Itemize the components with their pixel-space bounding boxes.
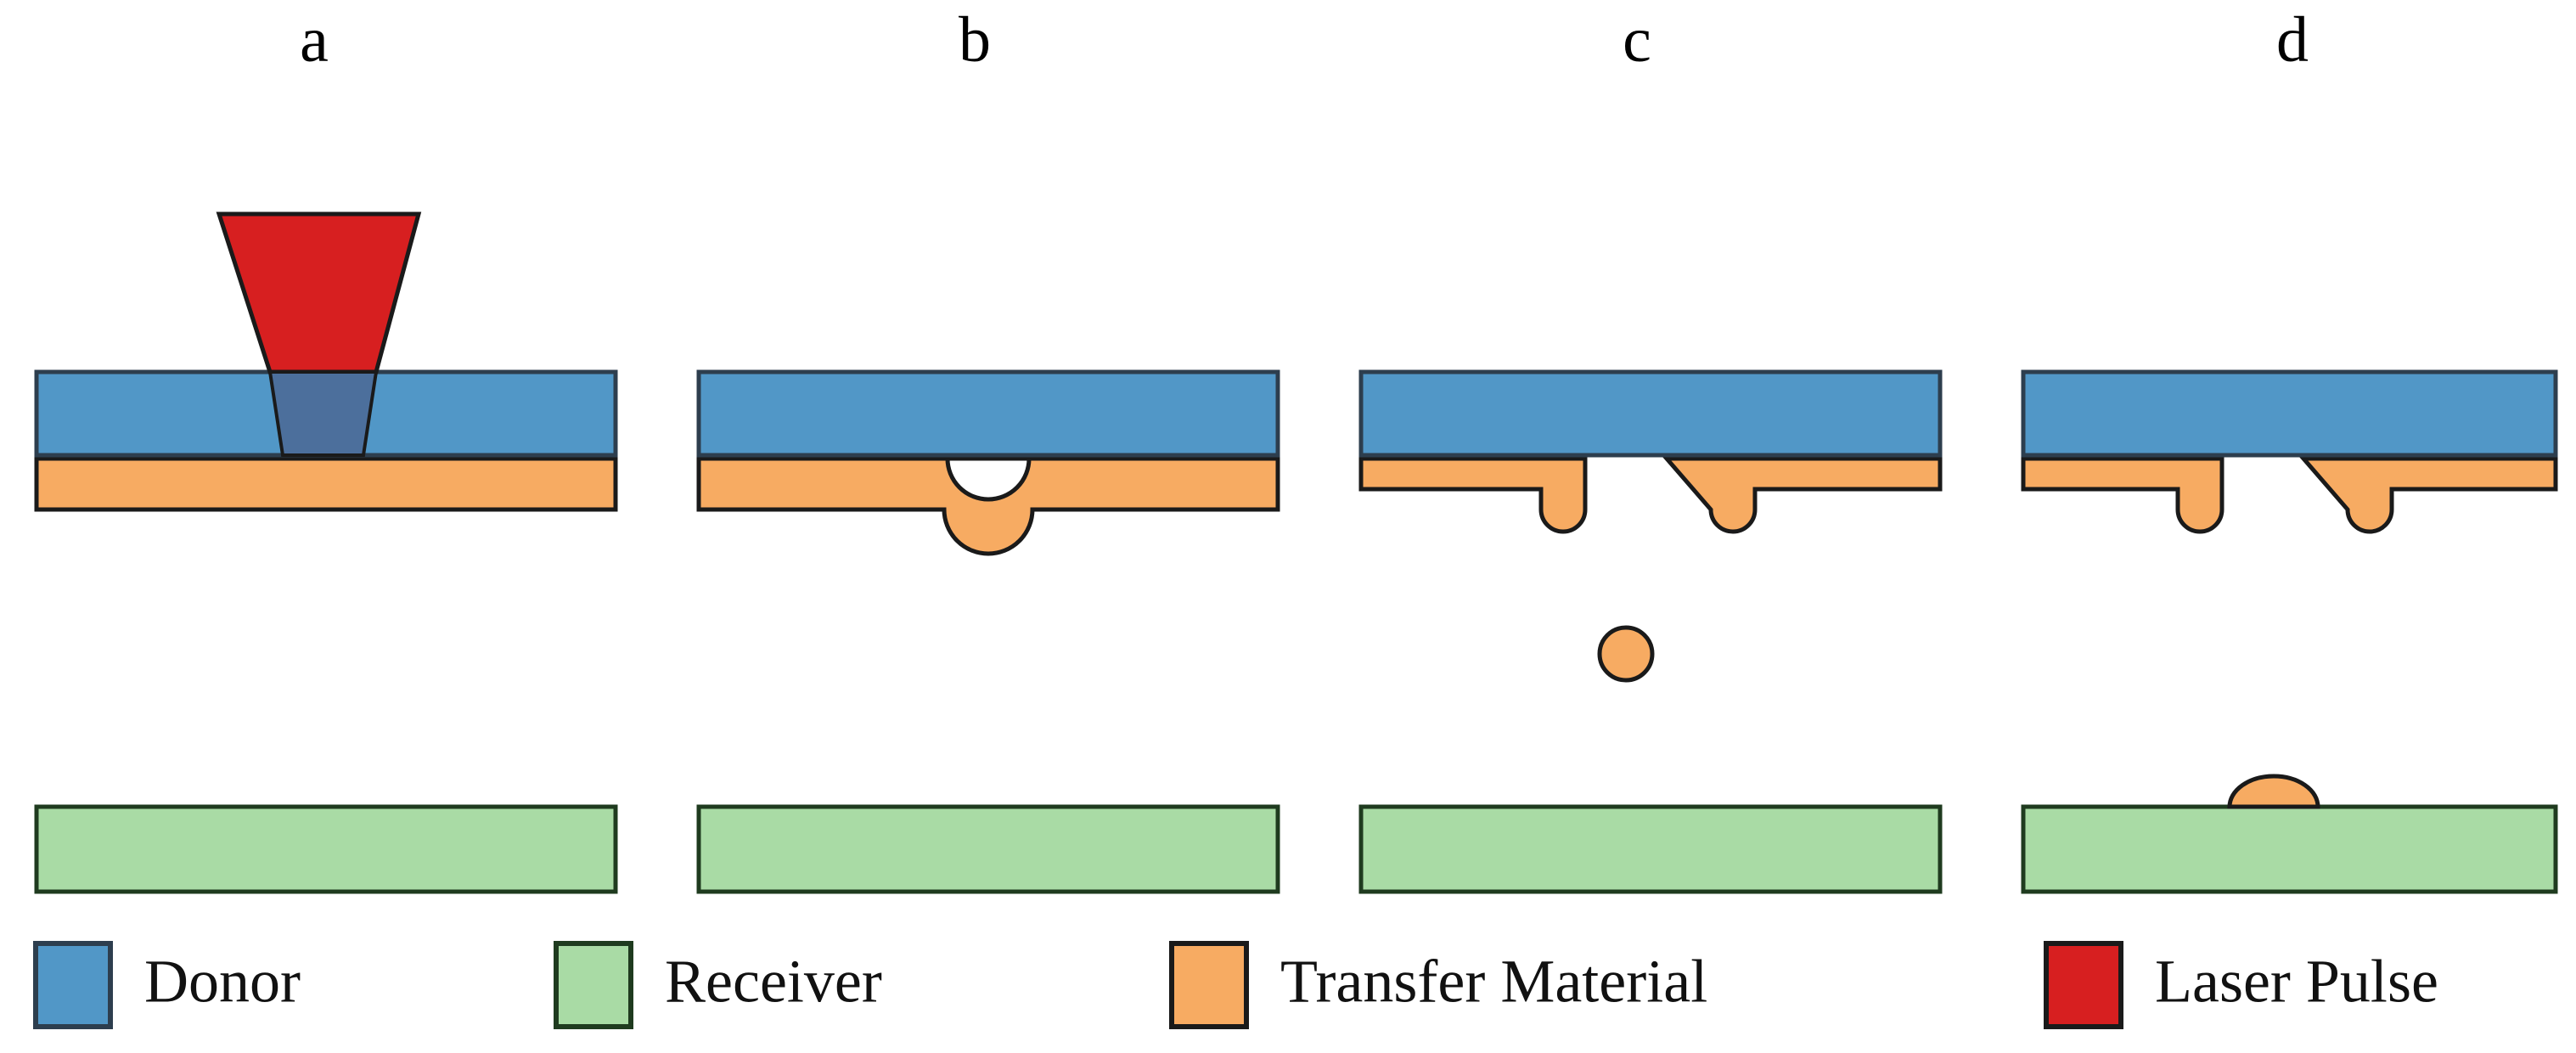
panel-c-flying-droplet <box>1597 625 1655 683</box>
legend-swatch-laser-pulse <box>2044 941 2123 1029</box>
legend-label-receiver: Receiver <box>665 948 882 1016</box>
legend-item-donor: Donor <box>33 941 301 1029</box>
panel-letter-a: a <box>300 4 329 76</box>
panel-b-vapor-void <box>945 456 1032 502</box>
panel-letters: a b c d <box>300 4 2309 76</box>
legend-item-laser-pulse: Laser Pulse <box>2044 941 2438 1029</box>
legend-label-donor: Donor <box>144 948 301 1016</box>
panel-d-donor-layer <box>2021 369 2558 458</box>
legend: Donor Receiver Transfer Material Laser P… <box>33 941 2438 1029</box>
legend-label-transfer-material: Transfer Material <box>1280 948 1707 1016</box>
panel-d-deposited-droplet <box>2227 774 2320 809</box>
panel-a <box>34 211 618 894</box>
panel-c-transfer-layer-left <box>1358 456 1588 534</box>
panel-d-transfer-layer-left <box>2021 456 2224 534</box>
panel-letter-d: d <box>2276 4 2309 76</box>
panel-letter-b: b <box>959 4 991 76</box>
panel-a-laser-pulse-beam <box>216 211 422 374</box>
legend-label-laser-pulse: Laser Pulse <box>2155 948 2438 1016</box>
panel-c <box>1358 369 1943 894</box>
panel-d-receiver-layer <box>2021 804 2558 894</box>
panel-b-donor-layer <box>696 369 1280 458</box>
panel-a-transfer-layer <box>34 456 618 512</box>
panel-c-transfer-layer-right <box>1662 456 1943 534</box>
legend-swatch-receiver <box>554 941 633 1029</box>
panel-d-transfer-layer-right <box>2298 456 2558 534</box>
panel-d <box>2021 369 2558 894</box>
legend-swatch-donor <box>33 941 113 1029</box>
panel-b <box>696 369 1280 894</box>
legend-item-receiver: Receiver <box>554 941 882 1029</box>
panel-a-laser-donor-overlap <box>267 370 379 457</box>
panel-c-donor-layer <box>1358 369 1943 458</box>
legend-swatch-transfer-material <box>1169 941 1249 1029</box>
legend-item-transfer-material: Transfer Material <box>1169 941 1707 1029</box>
panel-c-receiver-layer <box>1358 804 1943 894</box>
panel-b-transfer-layer-with-bulge <box>696 456 1280 556</box>
panel-a-receiver-layer <box>34 804 618 894</box>
panel-letter-c: c <box>1623 4 1651 76</box>
panel-b-receiver-layer <box>696 804 1280 894</box>
